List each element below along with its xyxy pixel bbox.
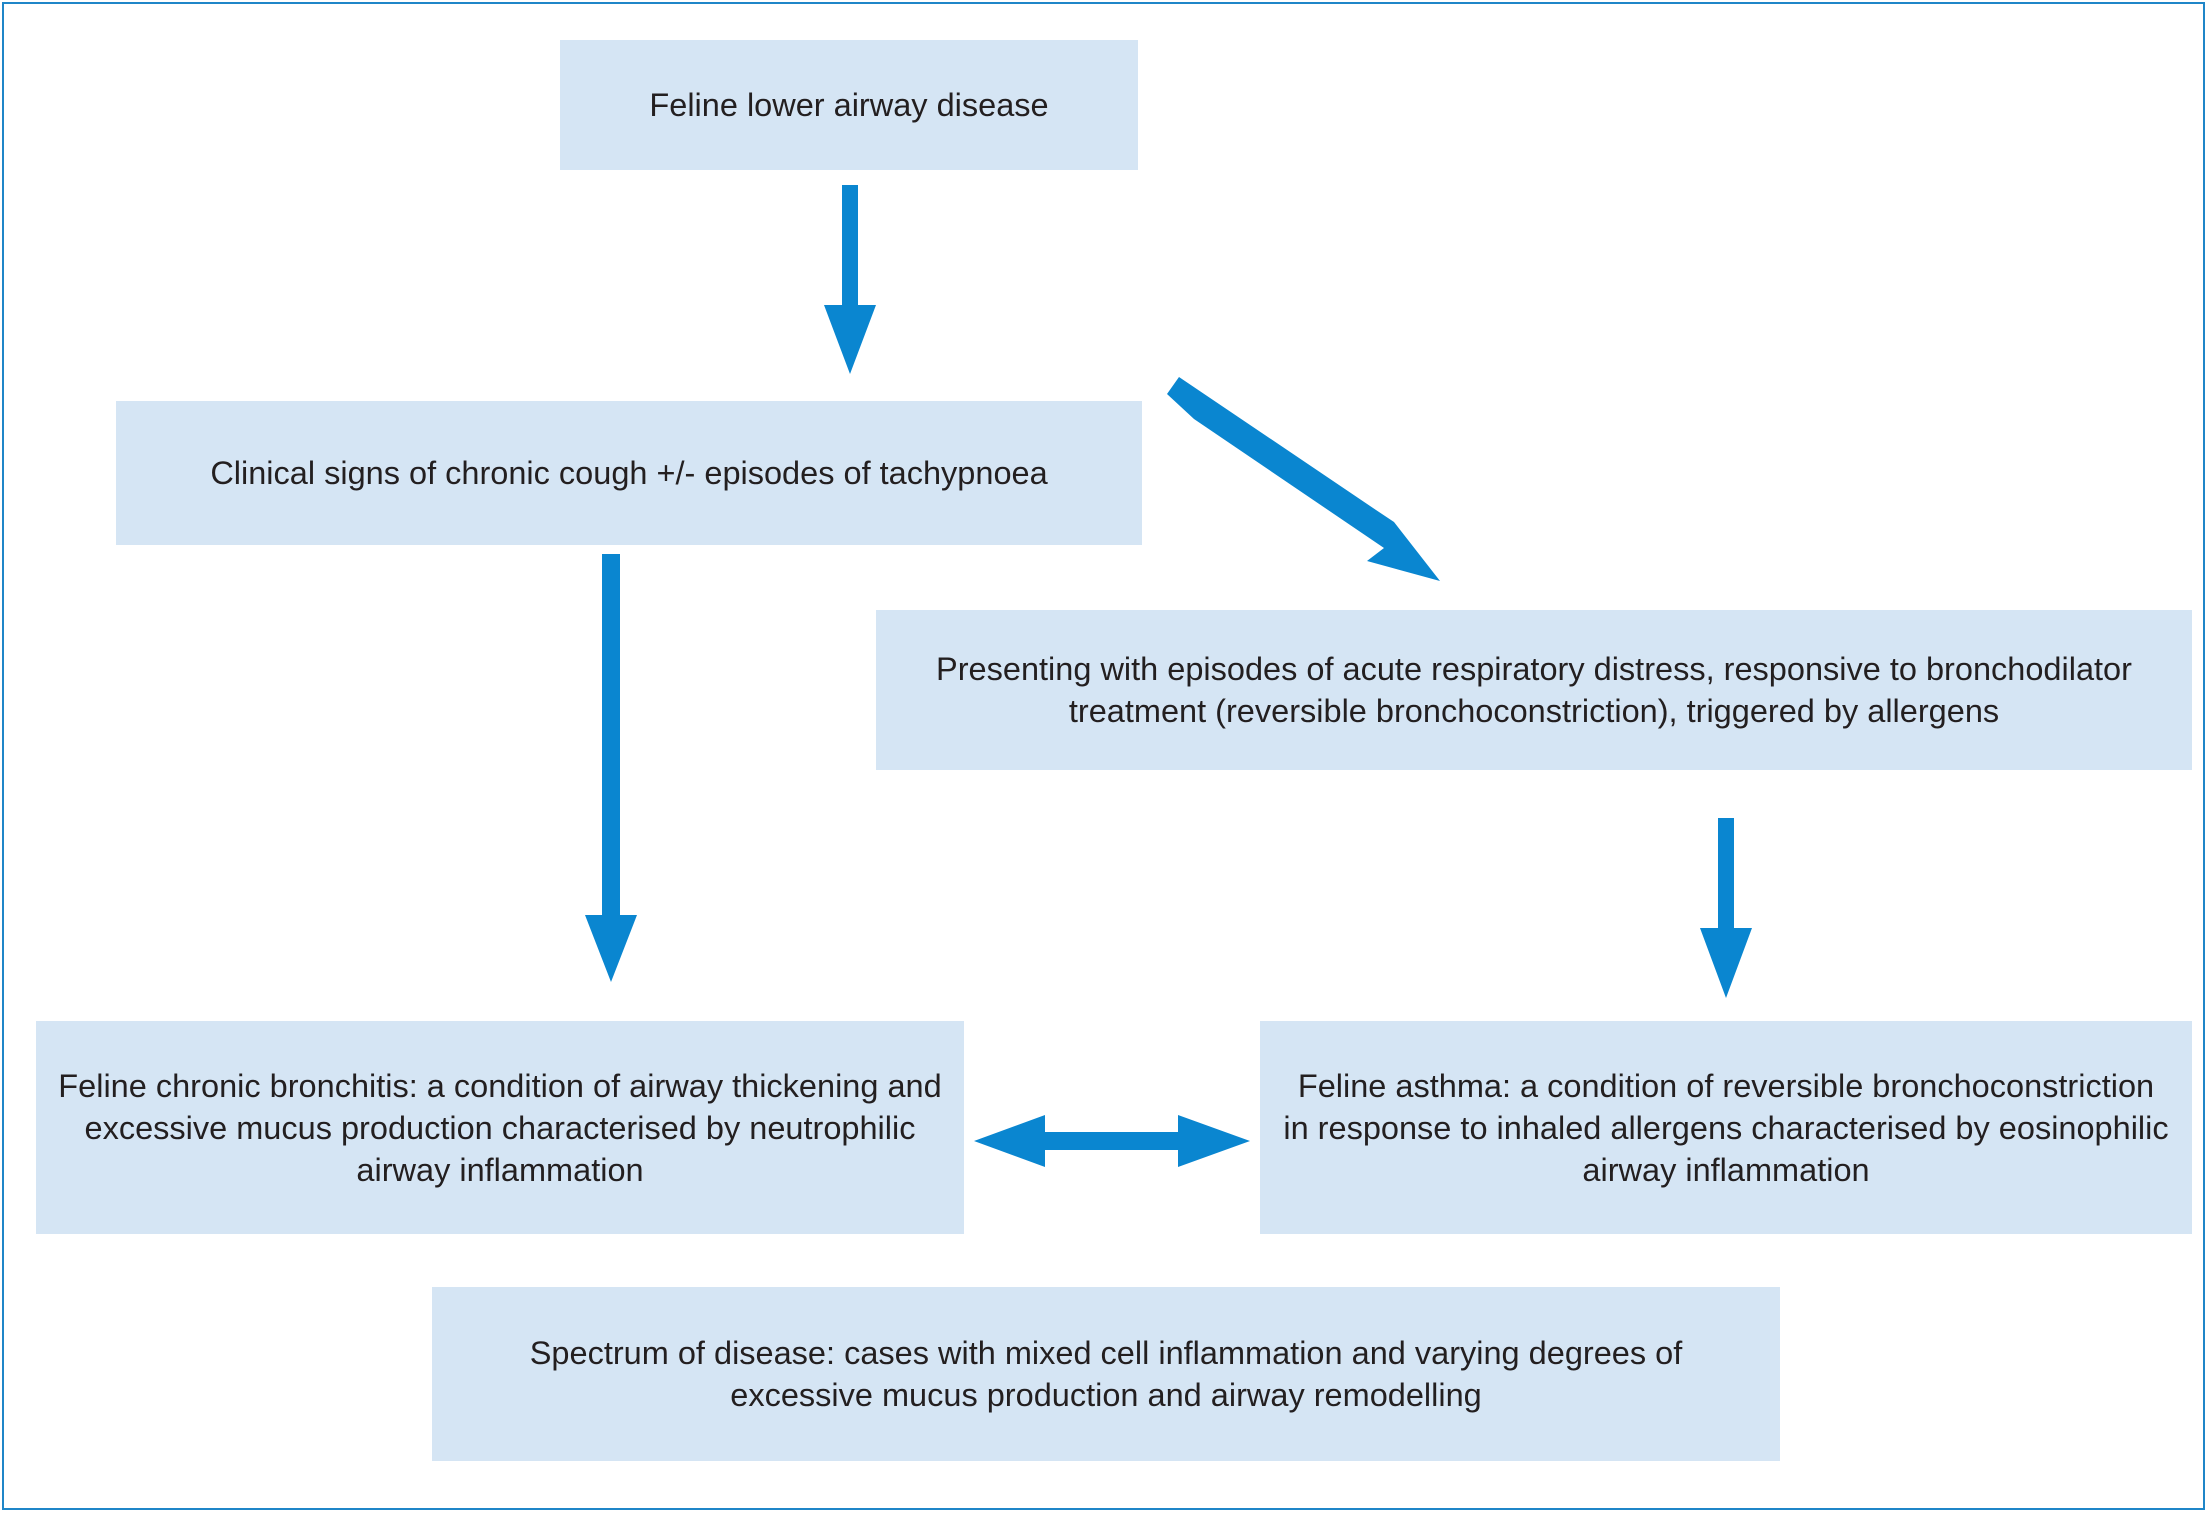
- node-acute-respiratory-distress-text: Presenting with episodes of acute respir…: [936, 651, 2132, 729]
- node-spectrum-of-disease-text: Spectrum of disease: cases with mixed ce…: [529, 1335, 1683, 1413]
- node-acute-respiratory-distress: Presenting with episodes of acute respir…: [876, 610, 2192, 770]
- node-feline-asthma: Feline asthma: a condition of reversible…: [1260, 1021, 2192, 1234]
- node-chronic-bronchitis-text: Feline chronic bronchitis: a condition o…: [58, 1067, 942, 1188]
- node-lower-airway-disease: Feline lower airway disease: [560, 40, 1138, 170]
- node-chronic-bronchitis: Feline chronic bronchitis: a condition o…: [36, 1021, 964, 1234]
- node-clinical-signs-text: Clinical signs of chronic cough +/- epis…: [210, 455, 1048, 491]
- node-spectrum-of-disease: Spectrum of disease: cases with mixed ce…: [432, 1287, 1780, 1461]
- node-lower-airway-disease-text: Feline lower airway disease: [649, 87, 1049, 123]
- node-feline-asthma-text: Feline asthma: a condition of reversible…: [1283, 1067, 2169, 1188]
- node-clinical-signs: Clinical signs of chronic cough +/- epis…: [116, 401, 1142, 545]
